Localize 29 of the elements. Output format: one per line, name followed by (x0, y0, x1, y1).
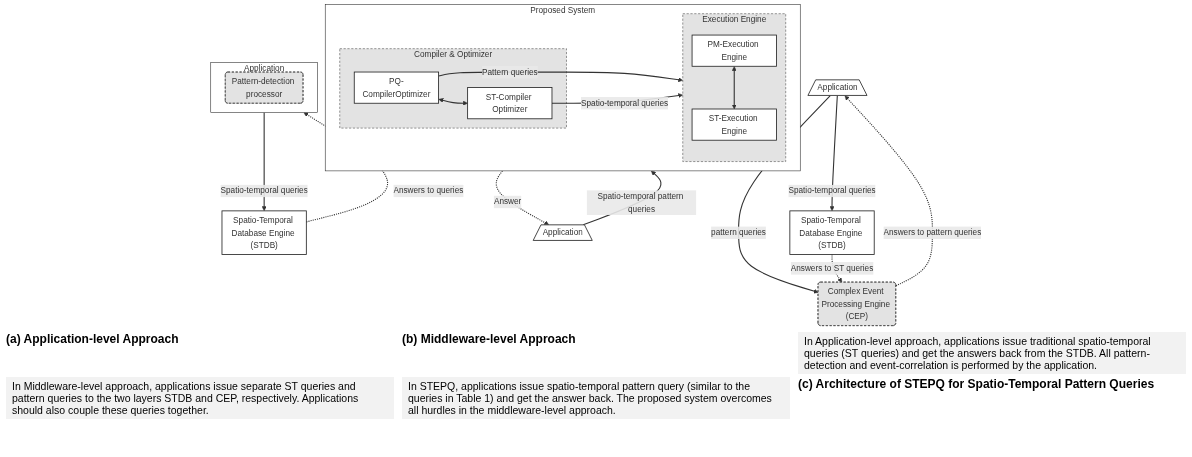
edge-label: Spatio-temporal queries (220, 185, 308, 196)
note-text: In STEPQ, applications issue spatio-temporal pattern query (similar to the queries in Table 1) and get the answer back. The proposed system overcomes all hurdles in the middleware-level approach. (402, 377, 790, 419)
arrow (261, 112, 267, 212)
node-box: Spatio-Temporal Database Engine (STDB) (789, 210, 875, 255)
caption-text: (a) Application-level Approach (6, 332, 180, 348)
edge-label: Answers to queries (393, 185, 464, 196)
node-box: ST-Compiler Optimizer (467, 87, 553, 120)
node-box: Spatio-Temporal Database Engine (STDB) (221, 210, 307, 255)
edge-label: Answers to ST queries (790, 263, 874, 273)
node-box: PQ-CompilerOptimizer (353, 71, 439, 104)
note-text: In Middleware-level approach, applications issue separate ST queries and pattern queries to the two layers STDB and CEP, respectively. Applications should also couple these queries together. (6, 377, 394, 419)
edge-label: Pattern queries (481, 67, 538, 77)
edge-label: Spatio-temporal queries (788, 185, 876, 196)
note-text: In Application-level approach, applications issue traditional spatio-temporal queries (ST queries) and get the answers back from the STDB. All pattern-detection and event-correlation is performed by the application. (798, 332, 1186, 374)
arrow (844, 95, 933, 287)
edge-label: Spatio-temporal queries (581, 98, 669, 108)
edge-label: Answers to pattern queries (883, 227, 982, 237)
arrow (438, 98, 468, 106)
arrow (731, 66, 737, 110)
caption-text: (b) Middleware-level Approach (402, 332, 577, 348)
node-box: PM-Execution Engine (691, 34, 777, 67)
caption-text: (c) Architecture of STEPQ for Spatio-Temporal Pattern Queries (798, 377, 1156, 393)
arrow (831, 253, 843, 283)
arrow (829, 95, 838, 212)
edge-label: Answer (493, 196, 522, 207)
edge-label: pattern queries (711, 227, 766, 237)
node-box: ST-Execution Engine (691, 108, 777, 141)
arrow (495, 170, 549, 226)
edge-label: Spatio-temporal pattern queries (597, 191, 684, 214)
